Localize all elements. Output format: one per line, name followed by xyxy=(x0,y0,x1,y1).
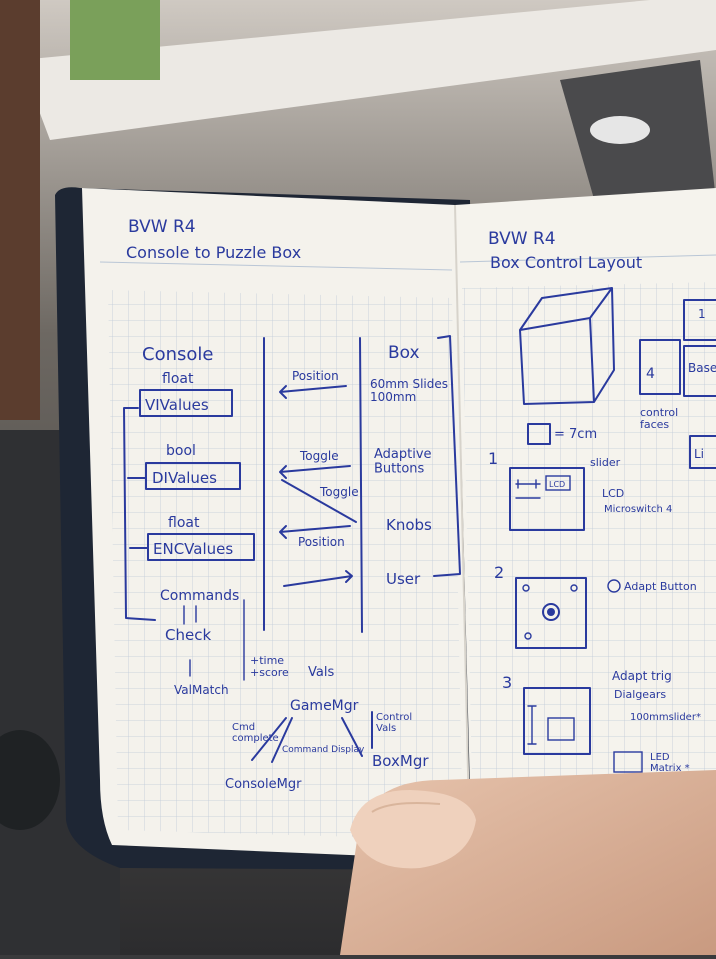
item-1-panel xyxy=(509,467,585,531)
left-subtitle: Console to Puzzle Box xyxy=(126,243,301,262)
time-score-label: +time+score xyxy=(250,654,289,679)
toggle-label-1: Toggle xyxy=(299,449,339,463)
knobs-label: Knobs xyxy=(386,516,432,534)
item-2-number: 2 xyxy=(494,563,504,582)
item-2-panel xyxy=(515,577,587,649)
console-heading: Console xyxy=(142,344,213,365)
wood-panel xyxy=(0,0,40,420)
cube-drawing xyxy=(519,287,615,405)
item-1-lcd: LCD xyxy=(549,480,565,489)
adapt-button-label: Adapt Button xyxy=(624,580,697,593)
game-mgr-label: GameMgr xyxy=(290,698,359,714)
top-face xyxy=(683,299,716,341)
item-1-sliders xyxy=(515,479,541,499)
base-label: Base xyxy=(688,361,716,375)
toggle-arrow-2 xyxy=(281,479,357,523)
val-match-label: ValMatch xyxy=(174,683,229,697)
commands-label: Commands xyxy=(160,588,239,604)
adapt-button-icon xyxy=(607,579,621,593)
box-mgr-label: BoxMgr xyxy=(372,752,429,770)
thumb xyxy=(350,790,476,869)
float-label-2: float xyxy=(168,515,200,531)
bool-label: bool xyxy=(166,443,196,459)
toggle-label-2: Toggle xyxy=(319,485,359,499)
right-page-grid xyxy=(462,282,716,786)
led-matrix-icon xyxy=(613,751,643,773)
console-mgr-label: ConsoleMgr xyxy=(225,777,302,792)
position-label-1: Position xyxy=(292,369,339,383)
item-2-button-a xyxy=(522,584,530,592)
divider-right xyxy=(359,337,363,633)
item-2-button-c xyxy=(524,632,532,640)
check-label: Check xyxy=(165,626,211,644)
right-title: BVW R4 xyxy=(488,229,556,249)
left-page-grid xyxy=(108,290,463,840)
thumbnail-edge xyxy=(371,802,441,813)
top-face-number: 1 xyxy=(698,307,706,321)
item-3-panel xyxy=(523,687,591,755)
item-2-button-b xyxy=(570,584,578,592)
cube-size-label: = 7cm xyxy=(554,427,597,442)
left-bracket xyxy=(123,407,156,621)
updown-arrows xyxy=(183,605,197,625)
slider-100-label: 100mmslider* xyxy=(630,712,701,723)
green-box xyxy=(70,0,160,80)
microswitch-label: Microswitch 4 xyxy=(604,504,672,515)
slider-label: slider xyxy=(590,456,621,469)
position-arrow-2 xyxy=(279,525,351,539)
user-label: User xyxy=(386,570,421,588)
position-label-2: Position xyxy=(298,535,345,549)
adapt-trig-label: Adapt trig xyxy=(612,669,672,683)
user-arrow xyxy=(283,570,353,587)
item-2-center-dot xyxy=(547,608,555,616)
lcd-label: LCD xyxy=(602,487,624,500)
dialgears-label: Dialgears xyxy=(614,688,666,701)
right-subtitle: Box Control Layout xyxy=(490,253,642,272)
command-display-label: Command Display xyxy=(282,745,365,755)
desk-shelf xyxy=(20,0,716,140)
vi-values-box xyxy=(139,389,233,417)
item-3-number: 3 xyxy=(502,673,512,692)
left-header-rule xyxy=(99,261,453,271)
float-label-1: float xyxy=(162,371,194,387)
vals-label: Vals xyxy=(308,665,334,680)
di-values-label: DIValues xyxy=(152,469,217,487)
face-diagram xyxy=(639,339,681,395)
item-3-led-matrix xyxy=(547,717,575,741)
lid-face xyxy=(689,435,716,469)
enc-values-label: ENCValues xyxy=(153,540,233,558)
spine xyxy=(454,204,471,861)
bracket-ticks xyxy=(127,477,149,549)
right-header-rule xyxy=(459,254,716,263)
toggle-arrow-1 xyxy=(279,465,351,479)
left-title: BVW R4 xyxy=(128,217,196,237)
box-heading: Box xyxy=(388,343,420,363)
box-feedback-line xyxy=(433,335,461,577)
dark-shoe xyxy=(0,730,60,830)
shoe xyxy=(590,116,650,144)
lid-label: Li xyxy=(694,447,704,461)
item-1-lcd-box xyxy=(545,475,571,491)
di-values-box xyxy=(145,462,241,490)
mgr-arrows xyxy=(251,711,373,763)
item-3-slider xyxy=(527,705,537,745)
base-face xyxy=(683,345,716,397)
vi-values-label: VIValues xyxy=(145,396,209,414)
item-2-center-knob xyxy=(542,603,560,621)
face-number: 4 xyxy=(646,366,655,382)
cube-size-square xyxy=(527,423,551,445)
position-arrow-1 xyxy=(279,385,347,399)
item-1-number: 1 xyxy=(488,449,498,468)
